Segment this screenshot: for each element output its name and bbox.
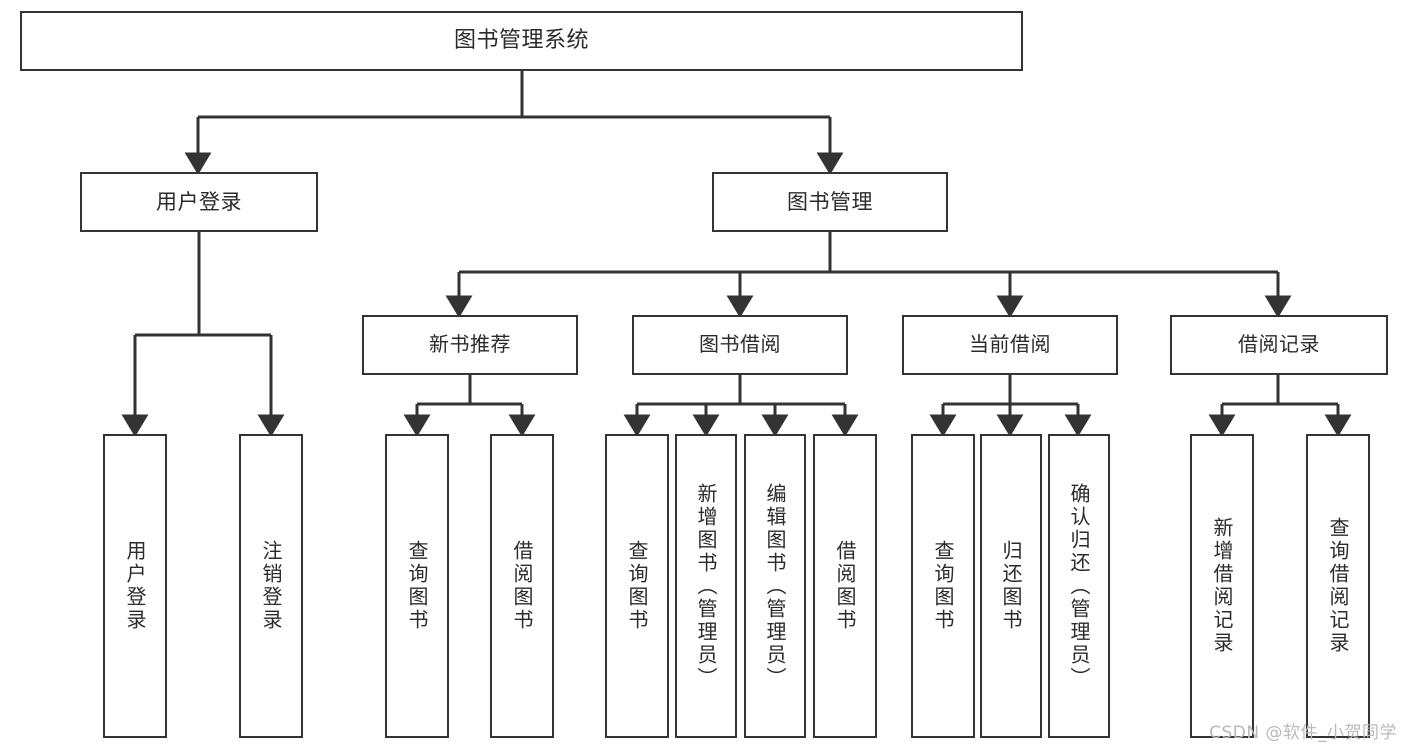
node-borrow-record-label: 借阅记录 <box>1238 332 1320 357</box>
node-leaf-borrow-book-1-label: 借阅图书 <box>510 540 534 632</box>
node-book-borrow[interactable]: 图书借阅 <box>632 315 848 375</box>
node-leaf-add-book-label: 新增图书（管理员） <box>694 482 718 690</box>
node-leaf-borrow-book-2[interactable]: 借阅图书 <box>813 434 877 738</box>
node-leaf-query-book-1-label: 查询图书 <box>405 540 429 632</box>
node-leaf-add-record[interactable]: 新增借阅记录 <box>1190 434 1254 738</box>
node-leaf-user-login-label: 用户登录 <box>123 540 147 632</box>
node-user-login[interactable]: 用户登录 <box>80 172 318 232</box>
node-current-borrow-label: 当前借阅 <box>969 332 1051 357</box>
node-book-manage-label: 图书管理 <box>787 189 873 214</box>
node-leaf-return-book-label: 归还图书 <box>999 540 1023 632</box>
node-leaf-query-record[interactable]: 查询借阅记录 <box>1306 434 1370 738</box>
node-borrow-record[interactable]: 借阅记录 <box>1170 315 1388 375</box>
node-leaf-return-book[interactable]: 归还图书 <box>980 434 1042 738</box>
node-leaf-query-book-2-label: 查询图书 <box>625 540 649 632</box>
node-leaf-query-book-3-label: 查询图书 <box>931 540 955 632</box>
node-leaf-borrow-book-1[interactable]: 借阅图书 <box>490 434 554 738</box>
node-leaf-logout-label: 注销登录 <box>259 540 283 632</box>
node-new-book-rec-label: 新书推荐 <box>429 332 511 357</box>
node-root[interactable]: 图书管理系统 <box>20 11 1023 71</box>
node-leaf-confirm-return-label: 确认归还（管理员） <box>1067 482 1091 690</box>
node-leaf-query-record-label: 查询借阅记录 <box>1326 517 1350 655</box>
node-current-borrow[interactable]: 当前借阅 <box>902 315 1118 375</box>
node-leaf-query-book-2[interactable]: 查询图书 <box>605 434 669 738</box>
node-root-label: 图书管理系统 <box>453 28 589 54</box>
node-leaf-add-record-label: 新增借阅记录 <box>1210 517 1234 655</box>
node-user-login-label: 用户登录 <box>156 189 242 214</box>
node-leaf-query-book-1[interactable]: 查询图书 <box>385 434 449 738</box>
node-leaf-confirm-return[interactable]: 确认归还（管理员） <box>1048 434 1110 738</box>
watermark: CSDN @软件_小贺同学 <box>1209 723 1397 743</box>
node-leaf-add-book[interactable]: 新增图书（管理员） <box>675 434 737 738</box>
node-new-book-rec[interactable]: 新书推荐 <box>362 315 578 375</box>
node-leaf-query-book-3[interactable]: 查询图书 <box>911 434 975 738</box>
node-leaf-borrow-book-2-label: 借阅图书 <box>833 540 857 632</box>
node-leaf-edit-book-label: 编辑图书（管理员） <box>763 482 787 690</box>
node-leaf-edit-book[interactable]: 编辑图书（管理员） <box>744 434 806 738</box>
node-leaf-user-login[interactable]: 用户登录 <box>103 434 167 738</box>
node-leaf-logout[interactable]: 注销登录 <box>239 434 303 738</box>
node-book-borrow-label: 图书借阅 <box>699 332 781 357</box>
node-book-manage[interactable]: 图书管理 <box>712 172 948 232</box>
